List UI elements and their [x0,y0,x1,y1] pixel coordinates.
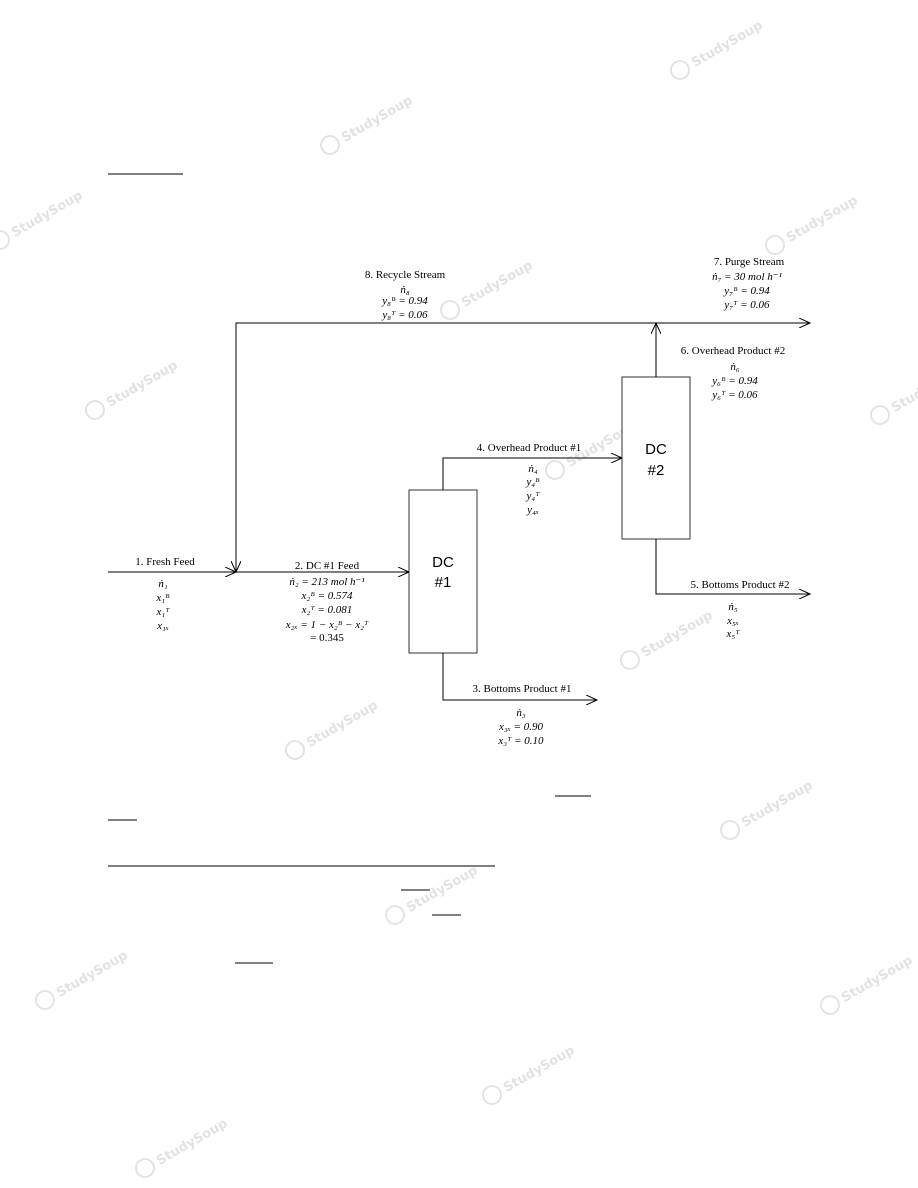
stream-flow: ṅ₂ = 213 mol h⁻¹ [289,576,364,588]
stream-title: 2. DC #1 Feed [295,560,360,572]
watermark-mark: StudySoup [385,863,480,925]
watermark-text: StudySoup [459,258,535,311]
stream-composition: x₁ᴮ [155,592,170,604]
watermark-text: StudySoup [404,863,480,916]
dc1-label-line2: #1 [435,574,452,591]
stream-composition: x₅ᵀ [726,628,741,640]
watermark-text: StudySoup [501,1043,577,1096]
watermark-text: StudySoup [54,948,130,1001]
stream-composition: y₈ᵀ = 0.06 [381,309,428,321]
stream-flow: ṅ₈ [400,284,410,296]
stream-composition: y₇ᵀ = 0.06 [723,299,770,311]
stream-4-labels: 4. Overhead Product #1 ṅ₄ y₄ᴮ y₄ᵀ y₄ₓ [477,442,581,516]
watermark-text: StudySoup [889,363,918,416]
watermark-mark: StudySoup [0,188,85,250]
stream-composition: y₄ₓ [526,504,539,516]
watermark-text: StudySoup [304,698,380,751]
stream-title: 8. Recycle Stream [365,269,446,281]
stream-composition: y₄ᵀ [526,490,541,502]
stream-composition: y₇ᴮ = 0.94 [723,285,770,297]
watermark-text: StudySoup [104,358,180,411]
stream-5-line [655,539,810,594]
stream-composition: x₃ₓ = 0.90 [498,721,544,733]
dc2-box [621,376,691,540]
stream-title: 4. Overhead Product #1 [477,442,581,454]
stream-composition: x₁ᵀ [156,606,171,618]
watermark-text: StudySoup [639,608,715,661]
stream-title: 7. Purge Stream [714,256,785,268]
stream-composition: = 0.345 [310,632,344,644]
stream-1-labels: 1. Fresh Feed ṅ₁ x₁ᴮ x₁ᵀ x₁ₓ [135,556,195,632]
stream-composition: x₂ₓ = 1 − x₂ᴮ − x₂ᵀ [285,619,369,631]
watermark-text: StudySoup [9,188,85,241]
watermark-mark: StudySoup [35,948,130,1010]
watermark-mark: StudySoup [85,358,180,420]
dc2-label-line1: DC [645,441,667,458]
watermark-mark: StudySoup [765,193,860,255]
stream-flow: ṅ₁ [158,578,168,590]
stream-7-labels: 7. Purge Stream ṅ₇ = 30 mol h⁻¹ y₇ᴮ = 0… [712,256,785,311]
watermark-mark: StudySoup [482,1043,577,1105]
stream-4-line [442,458,622,490]
stream-composition: y₈ᴮ = 0.94 [381,295,428,307]
stream-composition: x₂ᵀ = 0.081 [301,604,353,616]
watermark-mark: StudySoup [820,953,915,1015]
stream-composition: x₃ᵀ = 0.10 [497,735,544,747]
stream-title: 6. Overhead Product #2 [681,345,785,357]
watermark-text: StudySoup [784,193,860,246]
dc2-label-line2: #2 [648,462,665,479]
stream-3-line [442,653,597,700]
watermark-mark: StudySoup [285,698,380,760]
dc1-box [408,489,478,654]
stream-flow: ṅ₇ = 30 mol h⁻¹ [712,271,782,283]
stream-2-labels: 2. DC #1 Feed ṅ₂ = 213 mol h⁻¹ x₂ᴮ = 0.… [285,560,369,644]
watermark-text: StudySoup [839,953,915,1006]
watermark-mark: StudySoup [870,363,918,425]
watermark-text: StudySoup [339,93,415,146]
stream-composition: x₅ₓ [726,615,739,627]
stream-8-line [236,322,656,572]
stream-3-labels: 3. Bottoms Product #1 ṅ₃ x₃ₓ = 0.90 x₃ᵀ… [472,683,571,747]
watermark-text: StudySoup [154,1116,230,1169]
stream-composition: y₄ᴮ [525,476,540,488]
blank-underlines [108,173,591,964]
stream-lines [108,323,810,700]
watermark-text: StudySoup [739,778,815,831]
stream-8-labels: 8. Recycle Stream ṅ₈ y₈ᴮ = 0.94 y₈ᵀ = 0… [365,269,446,321]
watermark-mark: StudySoup [620,608,715,670]
stream-title: 5. Bottoms Product #2 [690,579,789,591]
stream-title: 3. Bottoms Product #1 [472,683,571,695]
stream-5-labels: 5. Bottoms Product #2 ṅ₅ x₅ₓ x₅ᵀ [690,579,789,640]
dc1-label-line1: DC [432,554,454,571]
stream-title: 1. Fresh Feed [135,556,195,568]
watermark-mark: StudySoup [440,258,535,320]
watermark-text: StudySoup [689,18,765,71]
watermark-mark: StudySoup [320,93,415,155]
stream-flow: ṅ₅ [728,601,738,613]
stream-flow: ṅ₆ [730,361,740,373]
stream-composition: y₆ᵀ = 0.06 [711,389,758,401]
watermark-mark: StudySoup [135,1116,230,1178]
stream-flow: ṅ₃ [516,707,526,719]
stream-flow: ṅ₄ [528,463,538,475]
stream-6-labels: 6. Overhead Product #2 ṅ₆ y₆ᴮ = 0.94 y₆… [681,345,785,401]
stream-composition: x₁ₓ [156,620,169,632]
watermark-mark: StudySoup [670,18,765,80]
stream-composition: y₆ᴮ = 0.94 [711,375,758,387]
stream-composition: x₂ᴮ = 0.574 [301,590,353,602]
dc2-column: DC #2 [621,376,691,540]
watermark-mark: StudySoup [720,778,815,840]
dc1-column: DC #1 [408,489,478,654]
